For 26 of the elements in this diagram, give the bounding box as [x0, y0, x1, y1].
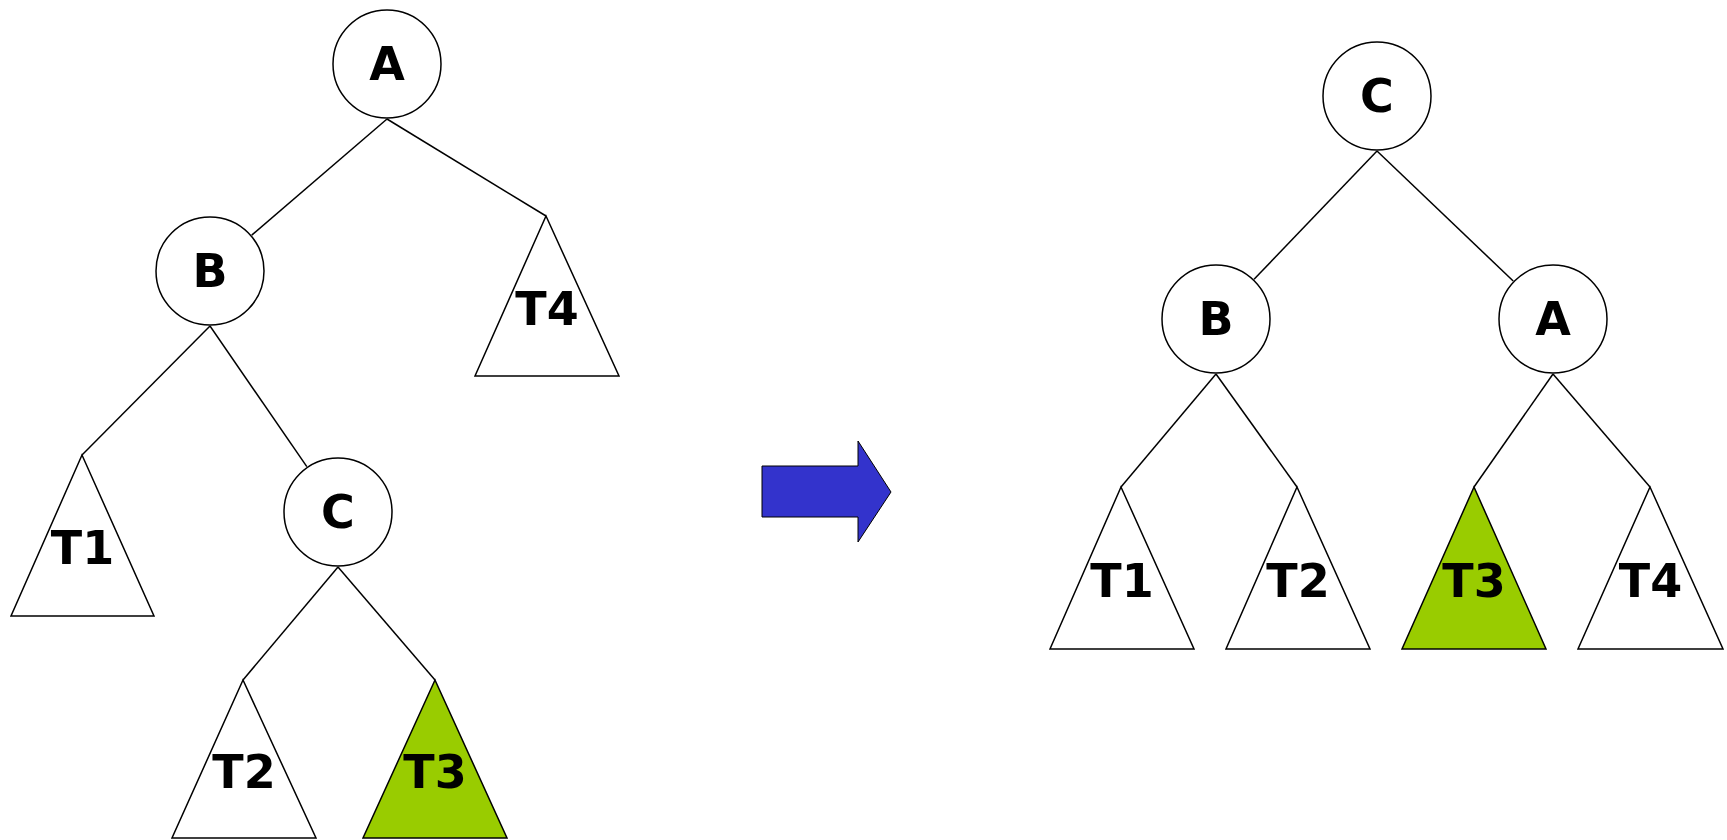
node-label: T3	[1441, 557, 1507, 604]
connector-line	[386, 118, 547, 217]
node-label: T3	[402, 748, 468, 795]
node-label: T1	[49, 525, 116, 572]
connector-line	[1376, 150, 1514, 282]
connector-line	[1120, 373, 1217, 488]
node-label: T4	[514, 285, 580, 332]
node-label: T2	[211, 748, 277, 795]
node-label: T1	[1089, 557, 1155, 604]
connector-line	[337, 566, 436, 681]
node-label: T4	[1617, 557, 1684, 604]
node-label: B	[1197, 296, 1235, 342]
connector-line	[1473, 373, 1554, 488]
connector-line	[1215, 373, 1298, 488]
connector-line	[1253, 150, 1378, 281]
node-label: T2	[1265, 557, 1331, 604]
node-label: A	[1534, 296, 1572, 342]
connector-line	[251, 118, 388, 236]
connector-line	[209, 325, 308, 468]
node-label: B	[191, 248, 229, 294]
node-label: C	[1359, 73, 1395, 119]
node-label: C	[320, 489, 356, 535]
node-label: A	[368, 41, 406, 87]
connector-line	[1552, 373, 1651, 488]
connector-line	[81, 325, 211, 456]
connector-line	[242, 566, 339, 681]
